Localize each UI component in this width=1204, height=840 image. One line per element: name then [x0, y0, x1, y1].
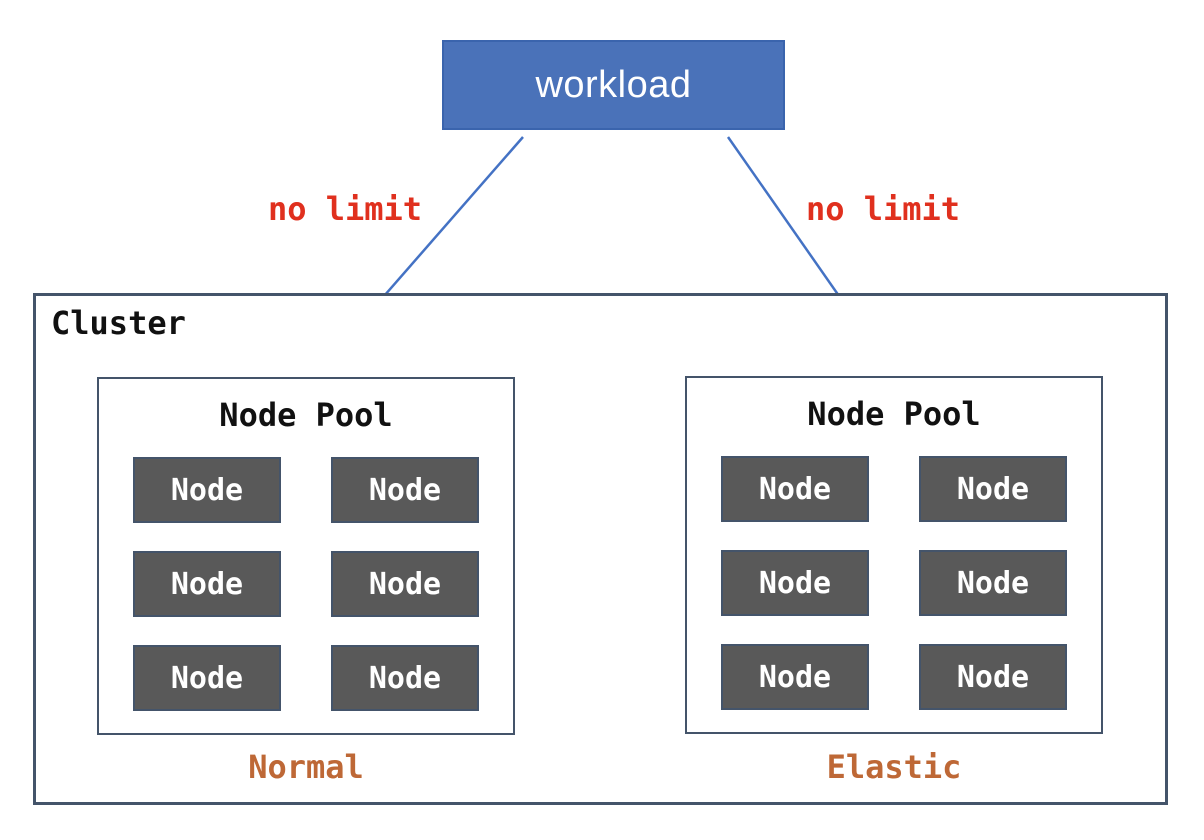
cluster-label: Cluster: [51, 304, 186, 342]
node-box: Node: [919, 644, 1067, 710]
pool-caption-normal: Normal: [248, 748, 364, 786]
node-box: Node: [133, 551, 281, 617]
node-label: Node: [170, 472, 244, 508]
node-box: Node: [331, 457, 479, 523]
node-label: Node: [368, 472, 442, 508]
node-box: Node: [721, 456, 869, 522]
node-label: Node: [956, 565, 1030, 601]
workload-label: workload: [535, 63, 692, 106]
node-label: Node: [956, 471, 1030, 507]
node-label: Node: [368, 566, 442, 602]
node-label: Node: [758, 565, 832, 601]
node-box: Node: [133, 457, 281, 523]
edge-label-right: no limit: [805, 190, 961, 228]
node-pool-normal: Node Pool Node Node Node Node Node Node: [97, 377, 515, 735]
node-grid: Node Node Node Node Node Node: [687, 456, 1101, 710]
node-box: Node: [919, 456, 1067, 522]
node-box: Node: [133, 645, 281, 711]
node-box: Node: [331, 645, 479, 711]
node-label: Node: [170, 566, 244, 602]
node-pool-elastic: Node Pool Node Node Node Node Node Node: [685, 376, 1103, 734]
node-box: Node: [721, 550, 869, 616]
node-pool-title: Node Pool: [807, 395, 981, 433]
node-label: Node: [758, 659, 832, 695]
edge-label-left: no limit: [267, 190, 423, 228]
node-pool-title: Node Pool: [219, 396, 393, 434]
node-label: Node: [368, 660, 442, 696]
node-label: Node: [170, 660, 244, 696]
pool-caption-elastic: Elastic: [826, 748, 962, 786]
node-box: Node: [721, 644, 869, 710]
workload-box: workload: [442, 40, 785, 130]
node-label: Node: [956, 659, 1030, 695]
node-box: Node: [919, 550, 1067, 616]
node-grid: Node Node Node Node Node Node: [99, 457, 513, 711]
node-box: Node: [331, 551, 479, 617]
node-label: Node: [758, 471, 832, 507]
cluster-box: Cluster Node Pool Node Node Node Node No…: [33, 293, 1168, 805]
